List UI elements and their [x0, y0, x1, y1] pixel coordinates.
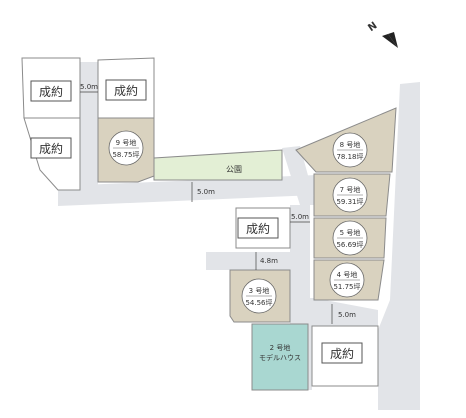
lot-area: 54.56坪	[245, 299, 272, 307]
road-width: 4.8m	[260, 257, 278, 265]
sold-label: 成約	[39, 141, 63, 156]
lot-number: 7 号地	[340, 185, 361, 194]
road-width: 5.0m	[80, 83, 98, 91]
lot-area: 56.69坪	[336, 241, 363, 249]
sold-label: 成約	[330, 346, 354, 361]
lot-area: 58.75坪	[112, 151, 139, 159]
park	[153, 149, 283, 181]
road-width: 5.0m	[338, 311, 356, 319]
sold-badge: 成約	[321, 342, 363, 364]
north-letter: N	[366, 20, 379, 34]
road-width-label: 5.0m	[191, 182, 215, 202]
lot-number: 3 号地	[249, 286, 270, 295]
sold-badge: 成約	[237, 217, 279, 239]
sold-badge: 成約	[30, 137, 72, 159]
road-width-label: 5.0m	[290, 213, 310, 223]
lot-label-5: 5 号地 56.69坪	[332, 220, 368, 256]
lot-label-7: 7 号地 59.31坪	[332, 177, 368, 213]
lot-labels: 9 号地 58.75坪 8 号地 78.18坪 7 号地 59.31坪 5 号地…	[108, 130, 368, 362]
road-diagonal	[282, 146, 316, 205]
lot-number: 9 号地	[116, 138, 137, 147]
road-width-labels: 5.0m 5.0m 5.0m 4.8m 5.0m	[80, 83, 356, 324]
lot-label-2: 2 号地 モデルハウス	[259, 343, 301, 362]
lot-label-4: 4 号地 51.75坪	[329, 262, 365, 298]
lot-number: 2 号地	[270, 343, 291, 352]
sold-badges: 成約 成約 成約 成約 成約	[30, 79, 363, 364]
lot-2-model-house	[251, 323, 309, 391]
lot-area: モデルハウス	[259, 353, 301, 362]
sold-label: 成約	[39, 84, 63, 99]
lot-label-9: 9 号地 58.75坪	[108, 130, 144, 166]
sold-badge: 成約	[30, 80, 72, 102]
sold-label: 成約	[114, 83, 138, 98]
road-east-strip	[378, 82, 420, 410]
road-width-label: 4.8m	[255, 252, 278, 270]
road-width: 5.0m	[197, 188, 215, 196]
road-north-vertical	[80, 62, 98, 188]
road-main	[58, 174, 340, 206]
road-4-8m	[206, 252, 302, 270]
road-width-label: 5.0m	[331, 304, 356, 324]
lot-number: 8 号地	[340, 140, 361, 149]
lot-area: 59.31坪	[336, 198, 363, 206]
road-network	[58, 62, 420, 410]
sold-badge: 成約	[105, 79, 147, 101]
road-width: 5.0m	[291, 213, 309, 221]
lot-area: 78.18坪	[336, 153, 363, 161]
lot-number: 5 号地	[340, 228, 361, 237]
road-width-label: 5.0m	[80, 83, 98, 93]
lot-label-8: 8 号地 78.18坪	[332, 132, 368, 168]
park-label: 公園	[226, 165, 242, 174]
sold-label: 成約	[246, 221, 270, 236]
lot-area: 51.75坪	[333, 283, 360, 291]
road-south	[298, 298, 378, 390]
lot-number: 4 号地	[337, 270, 358, 279]
lot-label-3: 3 号地 54.56坪	[241, 278, 277, 314]
north-arrow-icon: N	[366, 20, 398, 48]
